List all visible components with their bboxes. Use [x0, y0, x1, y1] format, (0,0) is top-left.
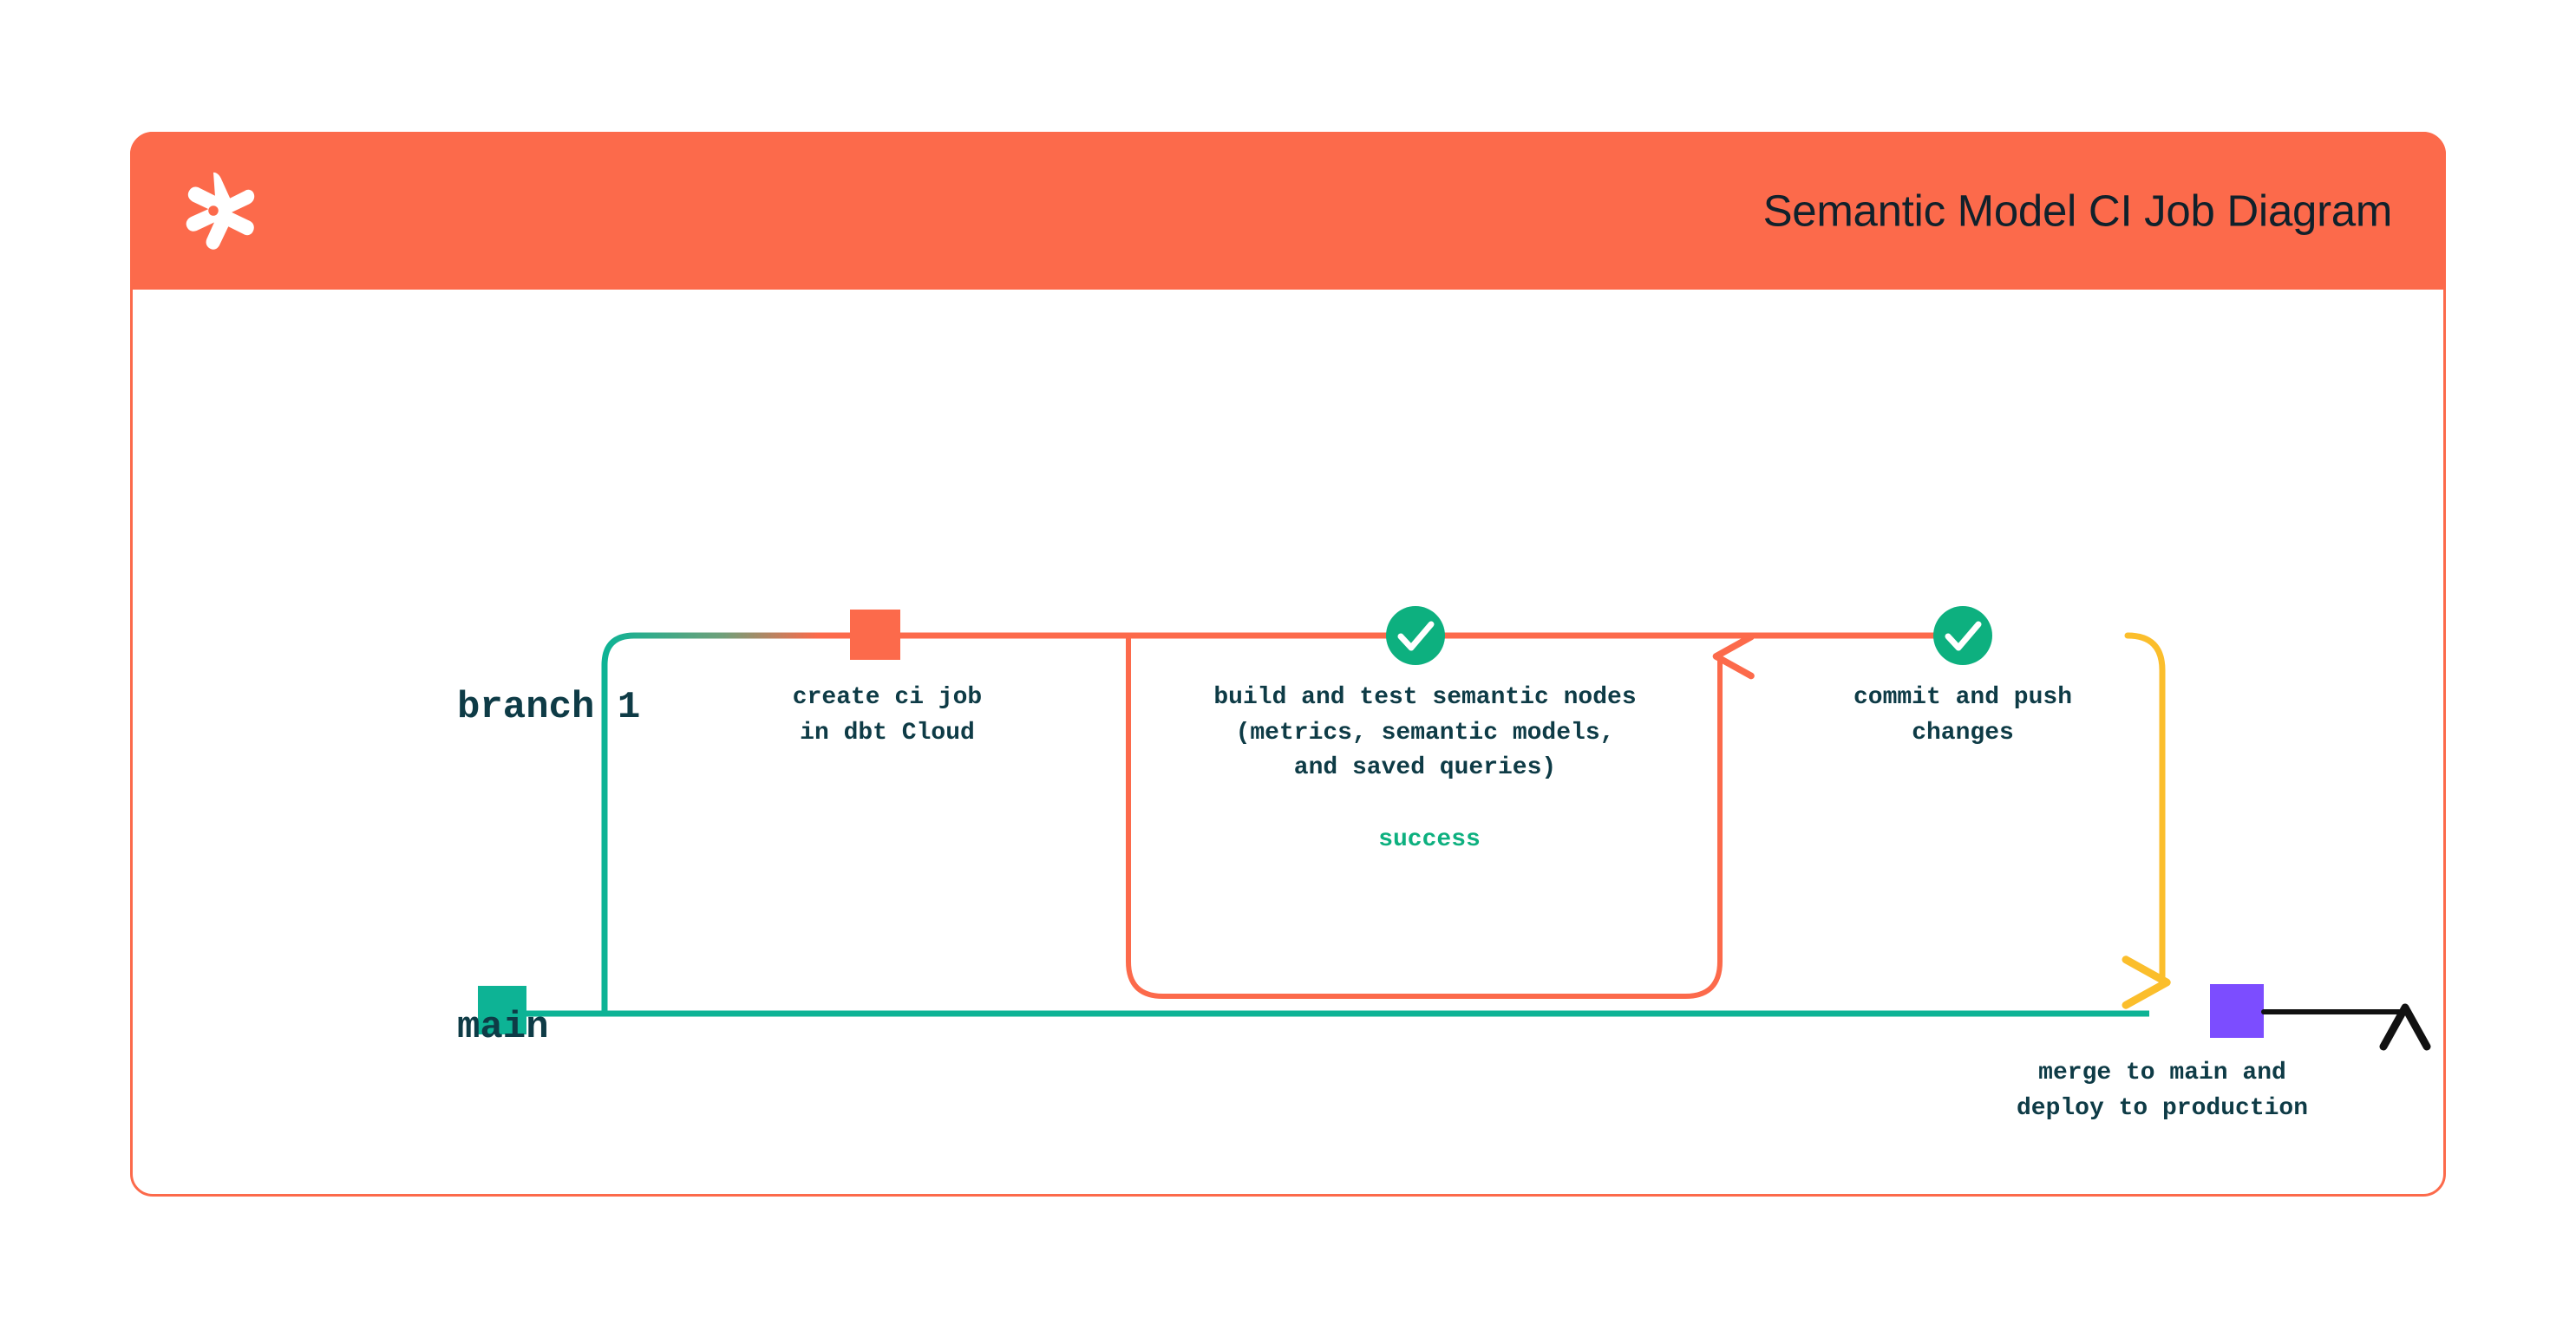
- commit-and-push-check-icon: [1933, 606, 1992, 665]
- node-caption-build-and-test: build and test semantic nodes (metrics, …: [1213, 684, 1637, 782]
- merge-edge-yellow: [2122, 632, 2171, 1009]
- create-ci-job-node: [850, 610, 900, 660]
- success-loop-edge: [1126, 633, 1755, 999]
- branch-split-line: [601, 632, 818, 1014]
- main-start-node: [478, 986, 526, 1034]
- node-caption-create-ci-job: create ci job in dbt Cloud: [792, 684, 983, 747]
- edge-label-success: success: [1308, 826, 1551, 853]
- lane-label-branch-1: branch 1: [457, 686, 641, 729]
- merge-to-main-node: [2210, 984, 2264, 1038]
- build-and-test-check-icon: [1386, 606, 1445, 665]
- node-caption-merge-to-main: merge to main and deploy to production: [2016, 1060, 2309, 1122]
- diagram-canvas: [133, 292, 2443, 1194]
- diagram-card: Semantic Model CI Job Diagram: [130, 132, 2446, 1197]
- lane-label-main: main: [457, 1006, 549, 1049]
- card-header: Semantic Model CI Job Diagram: [130, 132, 2446, 290]
- dbt-logo-icon: [172, 169, 255, 252]
- page-title: Semantic Model CI Job Diagram: [1762, 186, 2393, 236]
- node-caption-commit-and-push: commit and push changes: [1853, 684, 2073, 747]
